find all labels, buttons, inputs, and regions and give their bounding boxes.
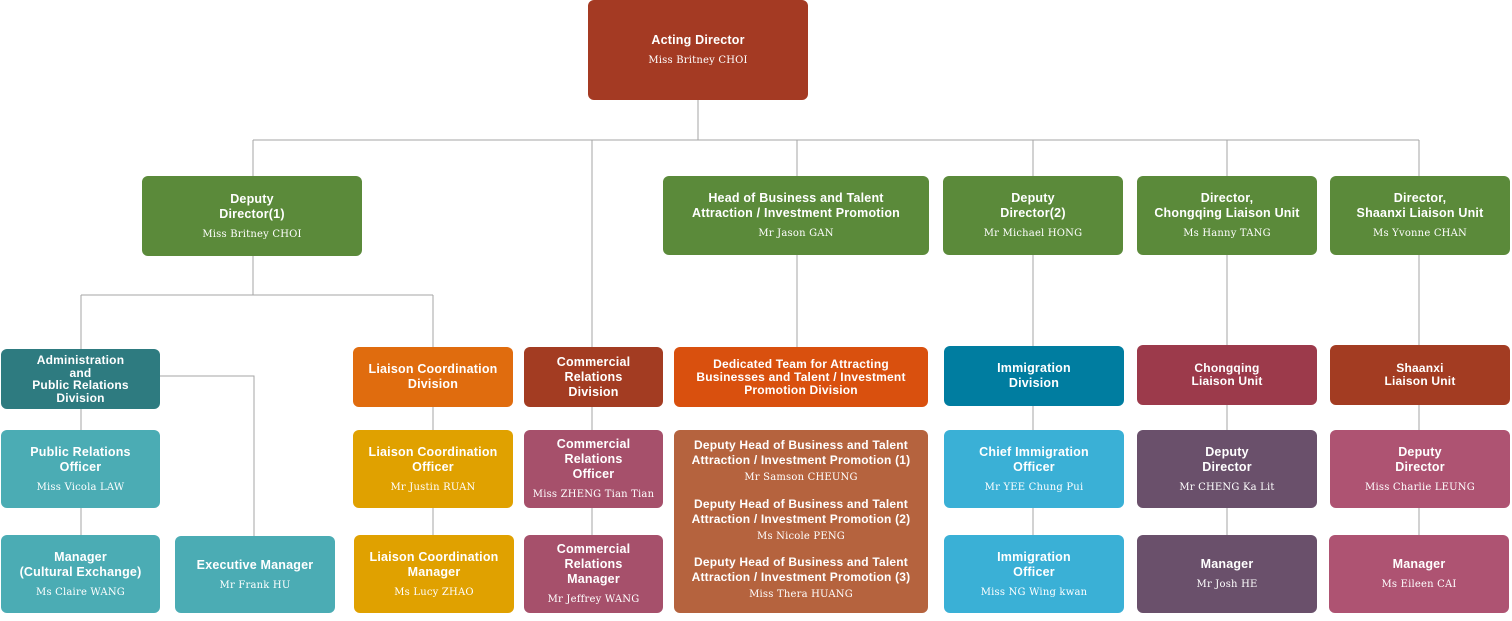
immigration-division-box: Immigration Division — [944, 346, 1124, 406]
chongqing-unit-box: Chongqing Liaison Unit — [1137, 345, 1317, 405]
deputy-director-2-title: Deputy Director(2) — [1000, 191, 1066, 220]
director-chongqing-title: Director, Chongqing Liaison Unit — [1154, 191, 1300, 220]
acting-director-title: Acting Director — [651, 33, 745, 47]
liaison-coord-division-box: Liaison Coordination Division — [353, 347, 513, 407]
executive-manager-name: Mr Frank HU — [219, 579, 291, 591]
deputy-head-1: Deputy Head of Business and Talent Attra… — [674, 438, 928, 484]
shaanxi-deputy-name: Miss Charlie LEUNG — [1365, 481, 1475, 493]
chongqing-manager-box: Manager Mr Josh HE — [1137, 535, 1317, 613]
director-shaanxi-name: Ms Yvonne CHAN — [1373, 228, 1467, 239]
pr-officer-name: Miss Vicola LAW — [36, 481, 125, 493]
director-chongqing-box: Director, Chongqing Liaison Unit Ms Hann… — [1137, 176, 1317, 255]
immigration-officer-name: Miss NG Wing kwan — [980, 586, 1088, 598]
chief-immigration-officer-name: Mr YEE Chung Pui — [984, 481, 1084, 493]
commercial-manager-title: Commercial Relations Manager — [556, 542, 631, 586]
admin-pr-division-box: Administration and Public Relations Divi… — [1, 349, 160, 409]
manager-cultural-name: Ms Claire WANG — [36, 586, 125, 598]
commercial-manager-name: Mr Jeffrey WANG — [547, 594, 640, 605]
chief-immigration-officer-title: Chief Immigration Officer — [979, 444, 1089, 474]
head-business-title: Head of Business and Talent Attraction /… — [691, 191, 900, 220]
deputy-head-3-name: Miss Thera HUANG — [749, 589, 853, 600]
shaanxi-deputy-box: Deputy Director Miss Charlie LEUNG — [1330, 430, 1510, 508]
immigration-division-title: Immigration Division — [997, 361, 1071, 390]
deputy-head-2: Deputy Head of Business and Talent Attra… — [674, 497, 928, 543]
deputy-director-2-box: Deputy Director(2) Mr Michael HONG — [943, 176, 1123, 255]
manager-cultural-box: Manager (Cultural Exchange) Ms Claire WA… — [1, 535, 160, 613]
liaison-coord-manager-name: Ms Lucy ZHAO — [394, 586, 474, 598]
liaison-coord-officer-box: Liaison Coordination Officer Mr Justin R… — [353, 430, 513, 508]
chongqing-deputy-box: Deputy Director Mr CHENG Ka Lit — [1137, 430, 1317, 508]
commercial-manager-box: Commercial Relations Manager Mr Jeffrey … — [524, 535, 663, 613]
director-chongqing-name: Ms Hanny TANG — [1183, 228, 1271, 239]
deputy-head-2-name: Ms Nicole PENG — [757, 531, 845, 542]
commercial-officer-box: Commercial Relations Officer Miss ZHENG … — [524, 430, 663, 508]
deputy-director-1-box: Deputy Director(1) Miss Britney CHOI — [142, 176, 362, 256]
pr-officer-title: Public Relations Officer — [30, 444, 131, 474]
liaison-coord-manager-title: Liaison Coordination Manager — [369, 549, 499, 579]
chongqing-deputy-name: Mr CHENG Ka Lit — [1179, 481, 1275, 493]
dedicated-team-division-title: Dedicated Team for Attracting Businesses… — [696, 356, 906, 397]
deputy-heads-box: Deputy Head of Business and Talent Attra… — [674, 430, 928, 613]
executive-manager-title: Executive Manager — [196, 557, 314, 572]
chongqing-deputy-title: Deputy Director — [1202, 444, 1252, 474]
deputy-head-3-title: Deputy Head of Business and Talent Attra… — [691, 555, 911, 584]
liaison-coord-manager-box: Liaison Coordination Manager Ms Lucy ZHA… — [354, 535, 514, 613]
commercial-relations-division-box: Commercial Relations Division — [524, 347, 663, 407]
chongqing-manager-title: Manager — [1200, 557, 1254, 571]
dedicated-team-division-box: Dedicated Team for Attracting Businesses… — [674, 347, 928, 407]
director-shaanxi-box: Director, Shaanxi Liaison Unit Ms Yvonne… — [1330, 176, 1510, 255]
shaanxi-deputy-title: Deputy Director — [1395, 444, 1445, 474]
chief-immigration-officer-box: Chief Immigration Officer Mr YEE Chung P… — [944, 430, 1124, 508]
shaanxi-manager-title: Manager — [1392, 557, 1446, 571]
commercial-officer-name: Miss ZHENG Tian Tian — [532, 489, 655, 500]
manager-cultural-title: Manager (Cultural Exchange) — [19, 549, 142, 579]
head-business-name: Mr Jason GAN — [758, 228, 834, 239]
liaison-coord-officer-name: Mr Justin RUAN — [390, 481, 476, 493]
deputy-head-1-title: Deputy Head of Business and Talent Attra… — [691, 438, 911, 467]
shaanxi-unit-title: Shaanxi Liaison Unit — [1384, 361, 1456, 388]
admin-pr-division-title: Administration and Public Relations Divi… — [32, 353, 129, 405]
acting-director-box: Acting Director Miss Britney CHOI — [588, 0, 808, 100]
acting-director-name: Miss Britney CHOI — [648, 55, 748, 66]
executive-manager-box: Executive Manager Mr Frank HU — [175, 536, 335, 613]
commercial-officer-title: Commercial Relations Officer — [556, 437, 631, 481]
deputy-director-1-title: Deputy Director(1) — [219, 191, 285, 221]
chongqing-unit-title: Chongqing Liaison Unit — [1191, 361, 1263, 388]
shaanxi-manager-name: Ms Eileen CAI — [1381, 579, 1457, 590]
commercial-relations-division-title: Commercial Relations Division — [556, 354, 631, 399]
deputy-director-1-name: Miss Britney CHOI — [202, 228, 302, 240]
liaison-coord-division-title: Liaison Coordination Division — [368, 362, 498, 391]
deputy-head-2-title: Deputy Head of Business and Talent Attra… — [691, 497, 911, 526]
shaanxi-unit-box: Shaanxi Liaison Unit — [1330, 345, 1510, 405]
shaanxi-manager-box: Manager Ms Eileen CAI — [1329, 535, 1509, 613]
deputy-director-2-name: Mr Michael HONG — [983, 228, 1083, 239]
deputy-head-3: Deputy Head of Business and Talent Attra… — [674, 555, 928, 601]
head-business-box: Head of Business and Talent Attraction /… — [663, 176, 929, 255]
deputy-head-1-name: Mr Samson CHEUNG — [744, 472, 858, 483]
immigration-officer-title: Immigration Officer — [997, 549, 1071, 579]
immigration-officer-box: Immigration Officer Miss NG Wing kwan — [944, 535, 1124, 613]
liaison-coord-officer-title: Liaison Coordination Officer — [368, 444, 498, 474]
chongqing-manager-name: Mr Josh HE — [1196, 579, 1258, 590]
pr-officer-box: Public Relations Officer Miss Vicola LAW — [1, 430, 160, 508]
director-shaanxi-title: Director, Shaanxi Liaison Unit — [1356, 191, 1484, 220]
